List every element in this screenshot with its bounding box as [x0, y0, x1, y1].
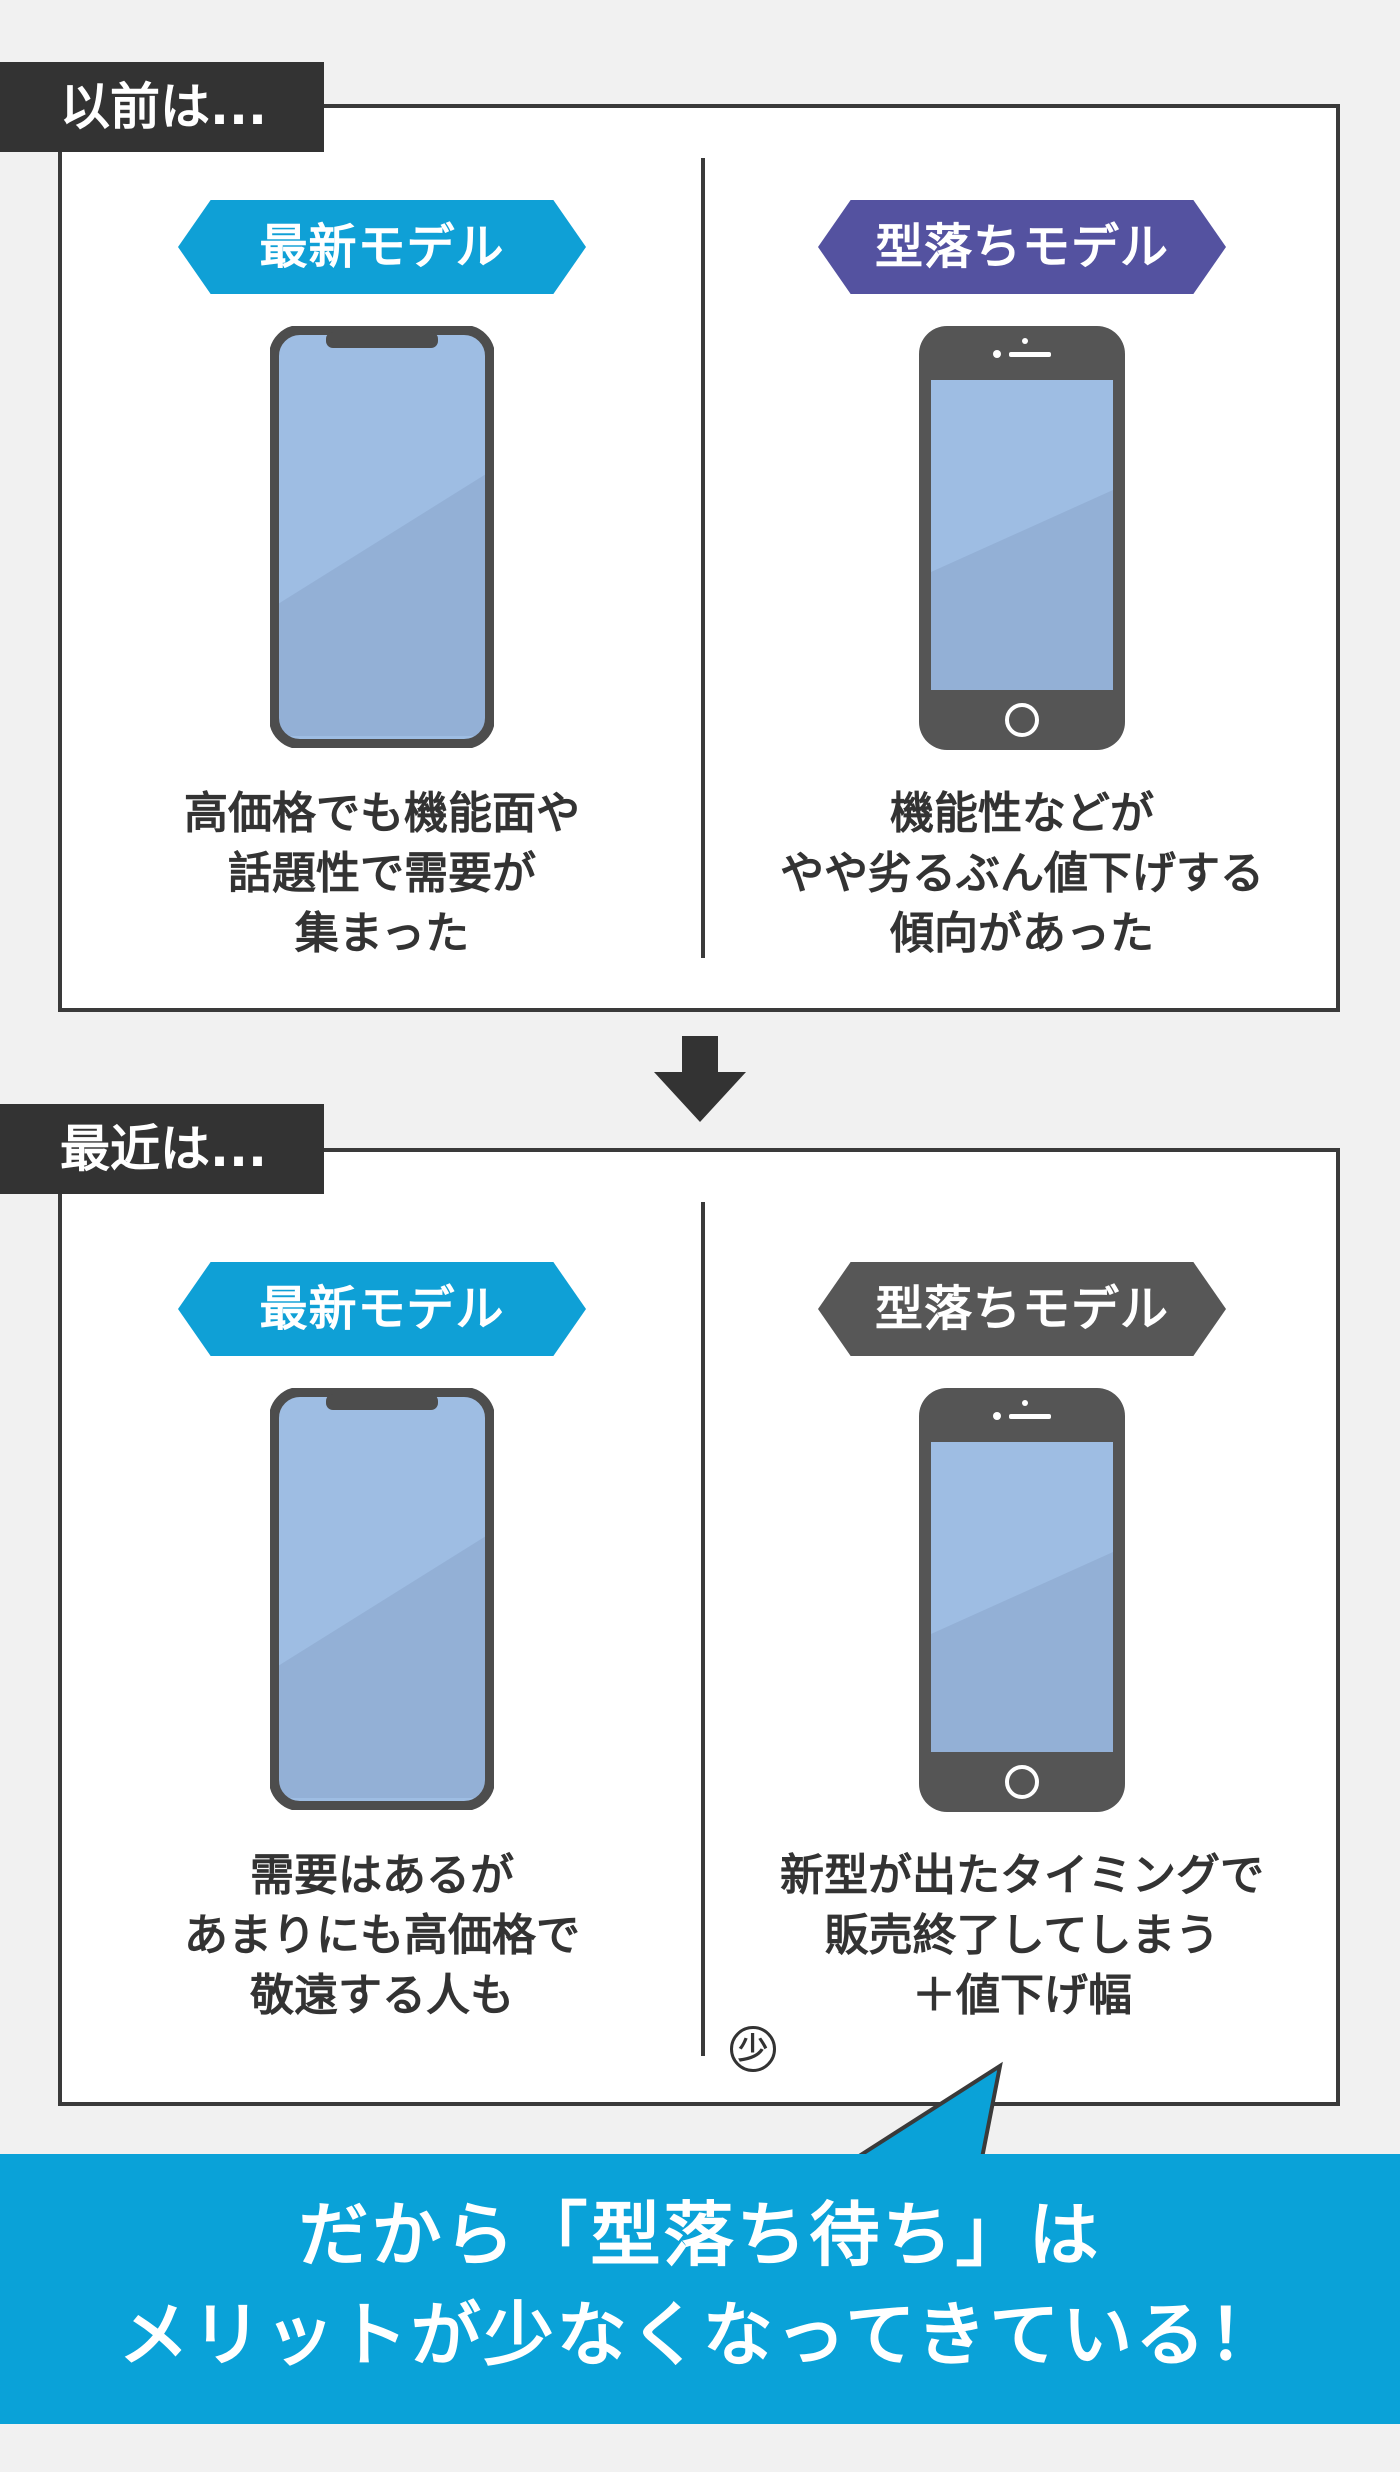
column-divider	[701, 1202, 705, 2056]
small-badge: 少	[730, 2026, 776, 2072]
conclusion-line-1: だから「型落ち待ち」は	[298, 2194, 1102, 2276]
now-old-model-column: 型落ちモデル 新型が出たタイミングで 販売終了してしまう ＋値下げ幅少	[722, 1152, 1322, 2102]
smartphone-notch-icon	[269, 1387, 495, 1814]
conclusion-line-2: メリットが少なくなってきている！	[118, 2294, 1282, 2376]
now-new-model-description: 需要はあるが あまりにも高価格で 敬遠する人も	[184, 1850, 580, 2021]
before-new-model-column: 最新モデル 高価格でも機能面や 話題性で需要が 集まった	[82, 108, 682, 1008]
before-old-model-column: 型落ちモデル 機能性などが やや劣るぶん値下げする 傾向があった	[722, 108, 1322, 1008]
before-new-model-description: 高価格でも機能面や 話題性で需要が 集まった	[184, 788, 580, 959]
smartphone-home-button-icon	[919, 326, 1125, 754]
panel-before: 最新モデル 高価格でも機能面や 話題性で需要が 集まった 型落ちモデル	[58, 104, 1340, 1012]
column-divider	[701, 158, 705, 958]
smartphone-notch-icon	[269, 325, 495, 752]
now-tab: 最近は...	[0, 1104, 324, 1194]
now-new-model-column: 最新モデル 需要はあるが あまりにも高価格で 敬遠する人も	[82, 1152, 682, 2102]
old-model-label: 型落ちモデル	[818, 200, 1226, 294]
arrow-down-icon	[654, 1036, 746, 1126]
before-tab: 以前は...	[0, 62, 324, 152]
callout-tail	[840, 2060, 1006, 2164]
new-model-label: 最新モデル	[178, 1262, 586, 1356]
now-old-model-description: 新型が出たタイミングで 販売終了してしまう ＋値下げ幅少	[722, 1846, 1322, 2072]
conclusion-banner: だから「型落ち待ち」は メリットが少なくなってきている！	[0, 2154, 1400, 2424]
old-model-label: 型落ちモデル	[818, 1262, 1226, 1356]
before-old-model-description: 機能性などが やや劣るぶん値下げする 傾向があった	[780, 788, 1264, 959]
new-model-label: 最新モデル	[178, 200, 586, 294]
smartphone-home-button-icon	[919, 1388, 1125, 1816]
panel-now: 最新モデル 需要はあるが あまりにも高価格で 敬遠する人も 型落ちモデル	[58, 1148, 1340, 2106]
